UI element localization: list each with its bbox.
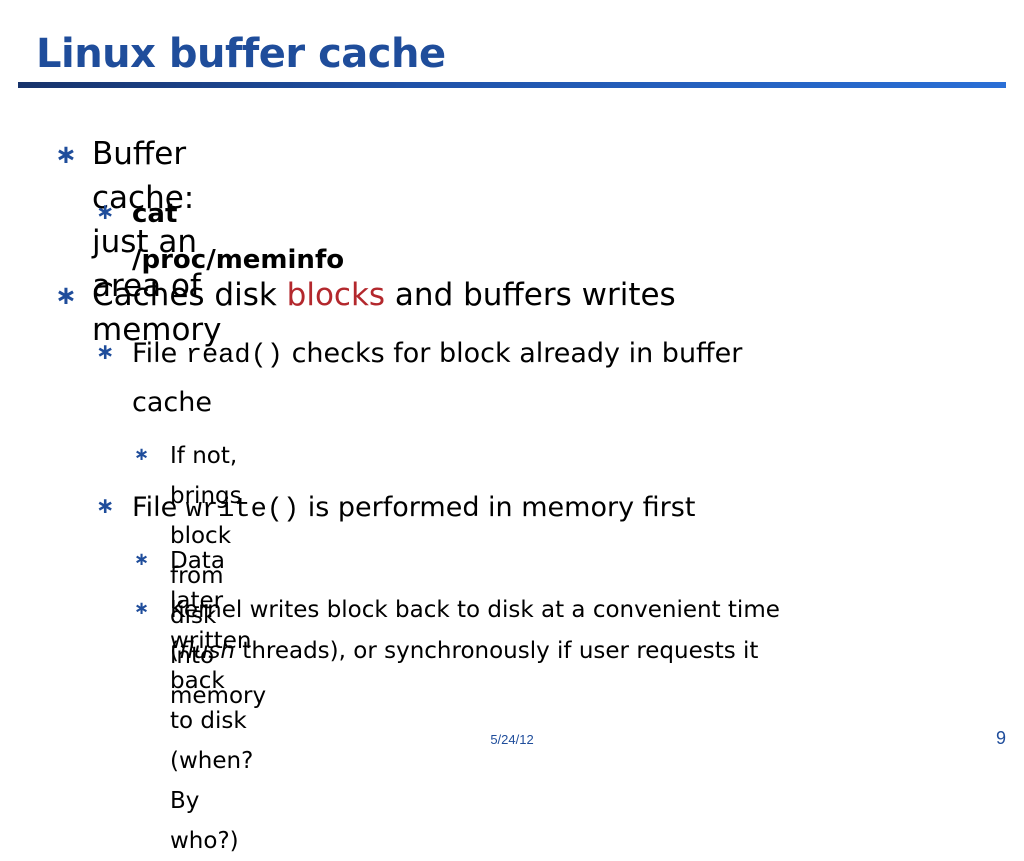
text-part: File — [132, 492, 186, 523]
text-part: File — [132, 338, 186, 369]
highlight-blocks: blocks — [286, 277, 386, 313]
bullet-list: ∗ Buffer cache: just an area of memory ∗… — [55, 136, 780, 854]
title-underline — [18, 82, 1006, 88]
text-part: Caches disk — [92, 277, 287, 313]
slide-title: Linux buffer cache — [36, 31, 446, 77]
text-part: is performed in memory first — [299, 492, 696, 523]
bullet-asterisk-icon: ∗ — [134, 549, 150, 570]
emphasis-flush: flush — [178, 638, 235, 664]
bullet-asterisk-icon: ∗ — [134, 444, 150, 465]
bullet-asterisk-icon: ∗ — [96, 340, 115, 365]
bullet-text: Kernel writes block back to disk at a co… — [170, 597, 780, 623]
text-part: ( — [170, 638, 179, 664]
text-part: and buffers writes — [385, 277, 676, 313]
code-read: read() — [185, 341, 283, 371]
footer-date: 5/24/12 — [490, 732, 534, 747]
code-write: write() — [185, 495, 300, 525]
page-number: 9 — [995, 728, 1006, 748]
bullet-asterisk-icon: ∗ — [96, 200, 115, 225]
bullet-asterisk-icon: ∗ — [55, 140, 77, 170]
bullet-text: cat /proc/meminfo — [132, 199, 345, 275]
bullet-text-continuation: (flush threads), or synchronously if use… — [170, 631, 758, 671]
bullet-text: Data later written back to disk (when? B… — [170, 548, 254, 854]
text-part: threads), or synchronously if user reque… — [234, 638, 759, 664]
bullet-text-continuation: cache — [132, 387, 212, 418]
bullet-text: Buffer cache: just an area of memory — [92, 136, 222, 348]
bullet-asterisk-icon: ∗ — [134, 598, 150, 619]
bullet-asterisk-icon: ∗ — [55, 281, 77, 311]
bullet-text: Caches disk blocks and buffers writes — [92, 273, 676, 317]
bullet-text: If not, brings block from disk into memo… — [170, 443, 267, 709]
bullet-text: File read() checks for block already in … — [132, 331, 742, 379]
text-part: checks for block already in buffer — [282, 338, 743, 369]
bullet-asterisk-icon: ∗ — [96, 494, 115, 519]
bullet-text: File write() is performed in memory firs… — [132, 485, 695, 533]
